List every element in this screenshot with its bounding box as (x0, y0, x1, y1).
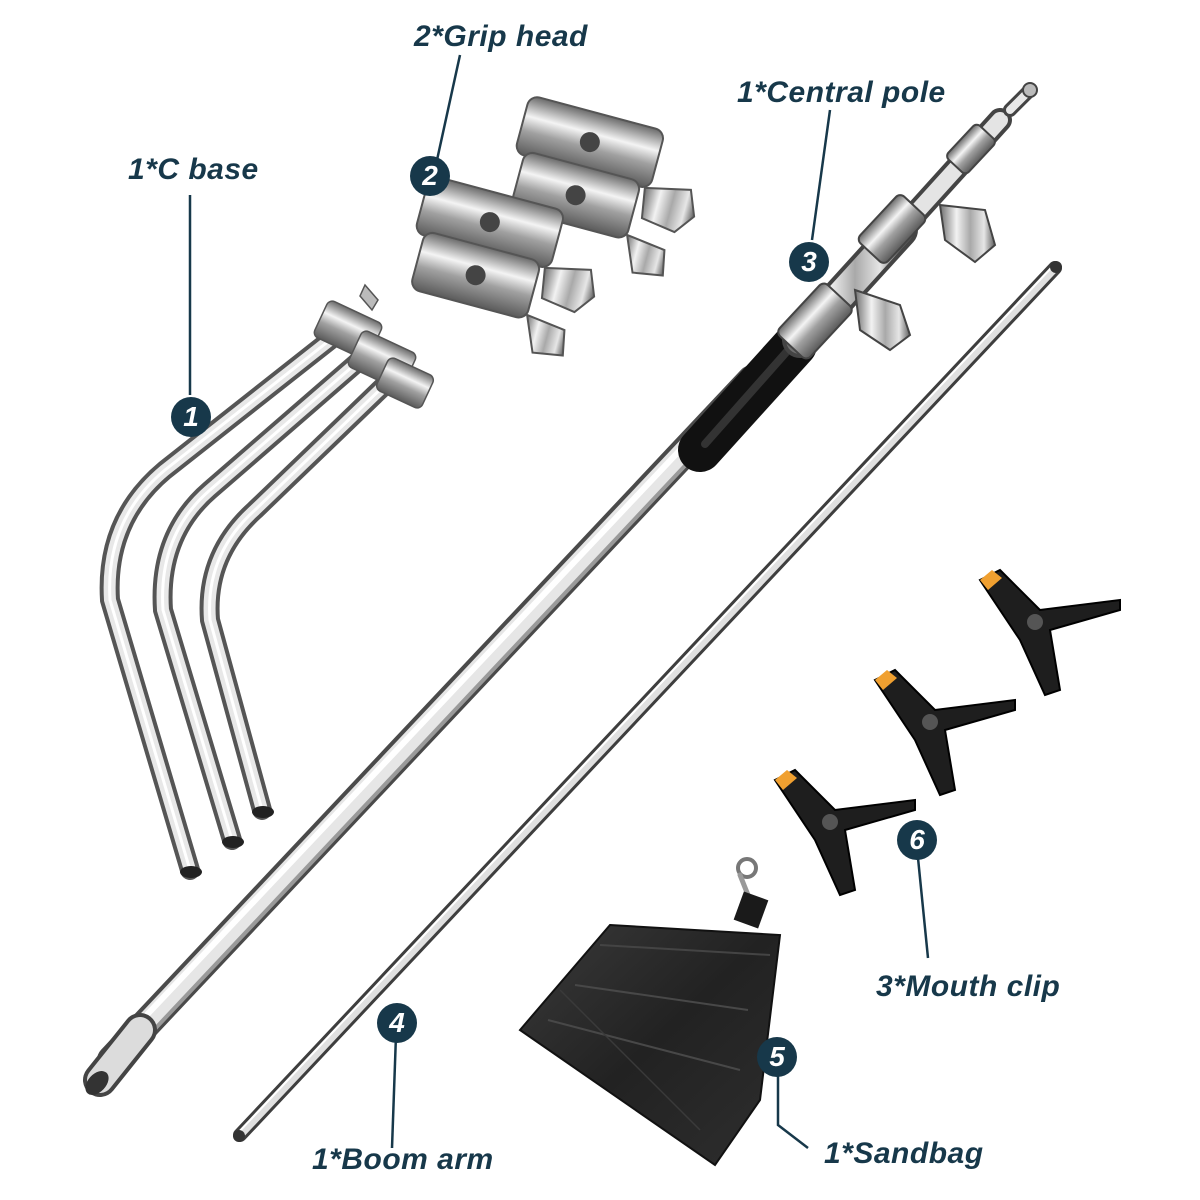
sandbag-icon (518, 857, 782, 1167)
badge-3: 3 (789, 242, 829, 282)
label-central-pole: 1*Central pole (737, 76, 946, 109)
c-base-legs-icon (99, 283, 435, 880)
badge-6: 6 (897, 820, 937, 860)
label-grip-head: 2*Grip head (414, 20, 588, 53)
label-c-base: 1*C base (128, 153, 259, 186)
boom-arm-icon (233, 261, 1062, 1142)
grip-head-icon (411, 96, 696, 357)
spring-clip-icon (773, 568, 1121, 897)
label-boom-arm: 1*Boom arm (312, 1143, 494, 1176)
central-pole-icon (83, 82, 1038, 1097)
badge-4: 4 (377, 1003, 417, 1043)
leader-lines (188, 54, 930, 1149)
badge-1: 1 (171, 397, 211, 437)
badge-2: 2 (410, 156, 450, 196)
badge-5: 5 (757, 1037, 797, 1077)
label-mouth-clip: 3*Mouth clip (876, 970, 1061, 1003)
label-sandbag: 1*Sandbag (824, 1137, 984, 1170)
